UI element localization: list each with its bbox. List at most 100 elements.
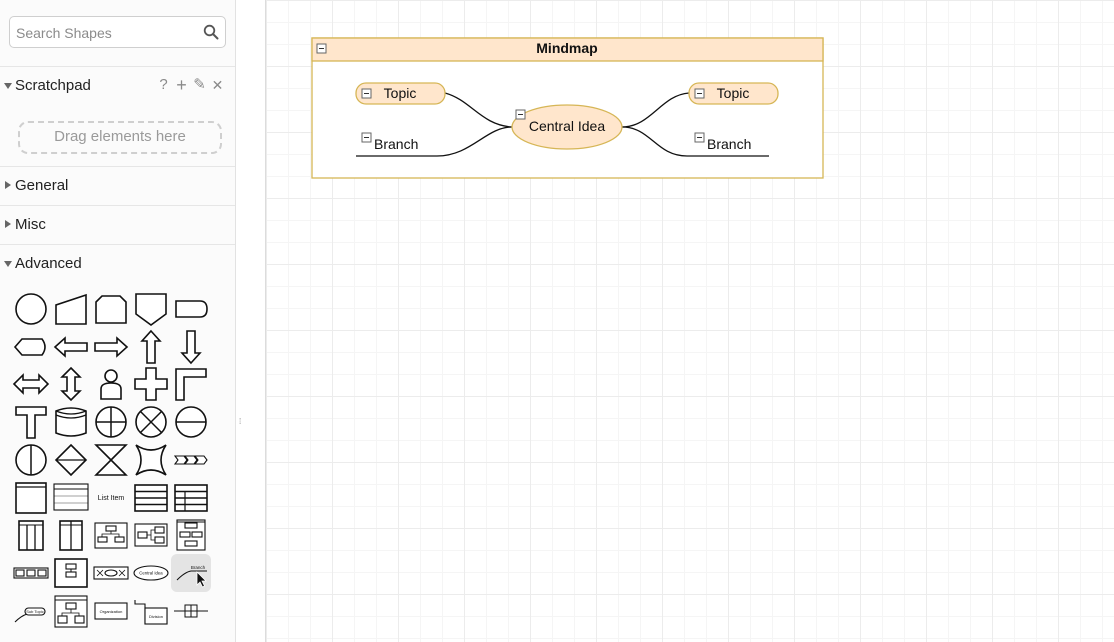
- org-container-shape[interactable]: [51, 592, 91, 630]
- lanes-vertical-shape[interactable]: [51, 516, 91, 554]
- sidebar-resize-handle[interactable]: ⁞: [239, 417, 242, 426]
- sort-shape-icon: [54, 443, 88, 476]
- lined-circle-vertical-shape[interactable]: [11, 441, 51, 479]
- advanced-section: Advanced: [0, 244, 235, 642]
- collate-shape[interactable]: [91, 441, 131, 479]
- mindmap-container-shape[interactable]: [91, 554, 131, 592]
- loop-limit-shape[interactable]: [91, 290, 131, 328]
- process-chevrons-shape-icon: [173, 455, 208, 465]
- pool-vertical-shape-icon: [18, 520, 44, 551]
- search-icon[interactable]: [203, 24, 219, 40]
- list-shape[interactable]: [51, 479, 91, 517]
- central-idea-node[interactable]: [511, 104, 623, 150]
- diagram-canvas[interactable]: Mindmap Topic Topic: [246, 0, 1114, 642]
- misc-header[interactable]: Misc: [0, 206, 235, 244]
- pool-vertical-shape[interactable]: [11, 516, 51, 554]
- connector-line[interactable]: [436, 126, 513, 157]
- connector-line[interactable]: [444, 92, 513, 128]
- svg-text:List Item: List Item: [98, 495, 125, 502]
- connector-line[interactable]: [621, 126, 688, 157]
- table-grid-shape-icon: [174, 483, 208, 512]
- arrow-up-shape[interactable]: [131, 328, 171, 366]
- double-arrow-vertical-shape[interactable]: [51, 365, 91, 403]
- sort-shape[interactable]: [51, 441, 91, 479]
- collapse-icon[interactable]: [361, 132, 372, 143]
- sum-junction-shape[interactable]: [131, 403, 171, 441]
- display-shape[interactable]: [11, 328, 51, 366]
- cross-shape-icon: [134, 367, 168, 402]
- tee-shape[interactable]: [11, 403, 51, 441]
- actor-shape[interactable]: [91, 365, 131, 403]
- collapse-icon[interactable]: [694, 88, 705, 99]
- collapse-icon[interactable]: [361, 88, 372, 99]
- misc-title: Misc: [15, 216, 46, 233]
- list-item-shape[interactable]: List Item: [91, 479, 131, 517]
- svg-text:Organization: Organization: [100, 609, 123, 614]
- scratchpad-tools: ? + ✎ ✕: [157, 75, 224, 95]
- ellipse-shape[interactable]: [11, 290, 51, 328]
- manual-input-shape[interactable]: [51, 290, 91, 328]
- advanced-header[interactable]: Advanced: [0, 245, 235, 283]
- or-shape-icon: [95, 406, 127, 438]
- delay-shape[interactable]: [171, 290, 211, 328]
- arrow-down-shape[interactable]: [171, 328, 211, 366]
- table-rows-shape[interactable]: [131, 479, 171, 517]
- lanes-vertical-shape-icon: [59, 520, 83, 551]
- collapse-icon[interactable]: [694, 132, 705, 143]
- table-grid-shape[interactable]: [171, 479, 211, 517]
- topic-node-right[interactable]: [688, 82, 779, 105]
- line-connector-shape-icon: [174, 604, 208, 618]
- off-page-connector-shape[interactable]: [131, 290, 171, 328]
- branch-shape[interactable]: Branch: [171, 553, 211, 592]
- general-header[interactable]: General: [0, 167, 235, 205]
- scratchpad-drop-zone[interactable]: Drag elements here: [18, 121, 222, 154]
- arrow-left-shape[interactable]: [51, 328, 91, 366]
- central-idea-shape[interactable]: Central Idea: [131, 554, 171, 592]
- container-tree-shape[interactable]: [51, 554, 91, 592]
- tree-vertical-shape[interactable]: [171, 516, 211, 554]
- branch-right-label: Branch: [707, 136, 751, 152]
- switch-shape[interactable]: [131, 441, 171, 479]
- mindmap-container-header[interactable]: [311, 37, 824, 62]
- expand-caret-icon: [5, 220, 11, 228]
- organization-shape-icon: Organization: [94, 602, 128, 620]
- close-icon[interactable]: ✕: [211, 77, 224, 93]
- arrow-right-shape[interactable]: [91, 328, 131, 366]
- lined-circle-horizontal-shape[interactable]: [171, 403, 211, 441]
- data-store-shape[interactable]: [51, 403, 91, 441]
- tree-wide-shape[interactable]: [11, 554, 51, 592]
- org-chart-shape-icon: [94, 522, 128, 549]
- list-item-shape-icon: List Item: [98, 495, 125, 502]
- process-chevrons-shape[interactable]: [171, 441, 211, 479]
- scratchpad-section: Scratchpad ? + ✎ ✕ Drag elements here: [0, 66, 235, 166]
- sub-topic-shape[interactable]: Sub Topic: [11, 592, 51, 630]
- line-connector-shape[interactable]: [171, 592, 211, 630]
- help-icon[interactable]: ?: [159, 76, 168, 93]
- svg-text:Central Idea: Central Idea: [139, 570, 163, 575]
- double-arrow-horizontal-shape[interactable]: [11, 365, 51, 403]
- search-input[interactable]: [16, 23, 201, 43]
- add-icon[interactable]: +: [176, 75, 187, 95]
- ellipse-shape-icon: [15, 293, 47, 325]
- svg-text:Division: Division: [149, 614, 163, 619]
- scratchpad-header[interactable]: Scratchpad: [0, 67, 235, 105]
- container-shape[interactable]: [11, 479, 51, 517]
- division-shape-icon: Division: [134, 599, 168, 625]
- topic-node-left[interactable]: [355, 82, 446, 105]
- organization-shape[interactable]: Organization: [91, 592, 131, 630]
- loop-limit-shape-icon: [95, 295, 127, 324]
- page-edge: [265, 0, 266, 642]
- corner-shape[interactable]: [171, 365, 211, 403]
- diagram: Mindmap Topic Topic: [311, 37, 824, 179]
- cross-shape[interactable]: [131, 365, 171, 403]
- branch-left-label: Branch: [374, 136, 418, 152]
- org-chart-shape[interactable]: [91, 516, 131, 554]
- collapse-icon[interactable]: [316, 43, 327, 54]
- division-shape[interactable]: Division: [131, 592, 171, 630]
- edit-icon[interactable]: ✎: [193, 76, 206, 93]
- shapes-sidebar: Scratchpad ? + ✎ ✕ Drag elements here Ge…: [0, 0, 236, 642]
- or-shape[interactable]: [91, 403, 131, 441]
- connector-line[interactable]: [621, 92, 690, 128]
- collapse-icon[interactable]: [515, 109, 526, 120]
- tree-horizontal-shape[interactable]: [131, 516, 171, 554]
